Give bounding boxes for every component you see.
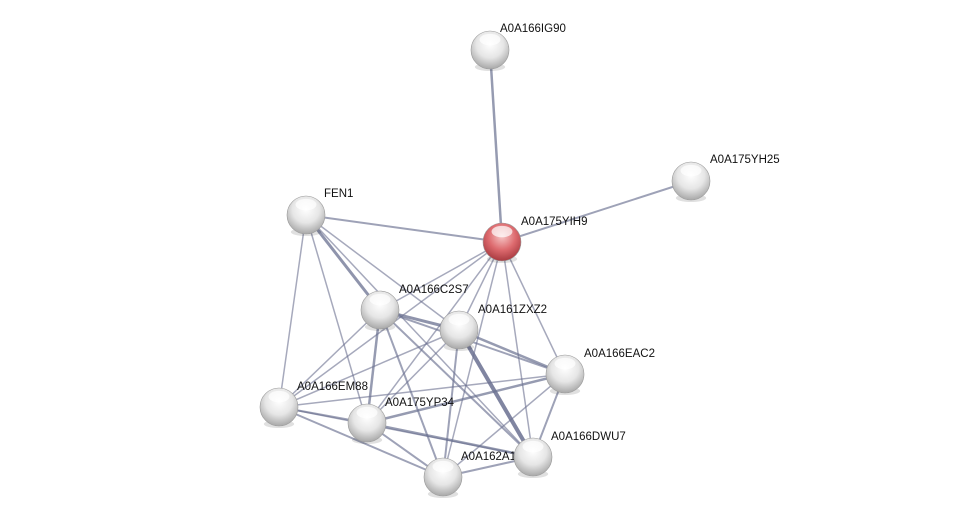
edge-A0A166IG90-A0A175YIH9[interactable] bbox=[488, 49, 504, 243]
node-label: FEN1 bbox=[324, 188, 353, 200]
edge-A0A166C2S7-A0A166EM88[interactable] bbox=[278, 309, 381, 408]
node-label: A0A166EM88 bbox=[297, 381, 368, 393]
edge-FEN1-A0A166C2S7[interactable] bbox=[304, 214, 382, 311]
edge-A0A166EAC2-A0A175YP34[interactable] bbox=[366, 372, 566, 425]
edge-FEN1-A0A175YIH9[interactable] bbox=[305, 214, 503, 243]
edge-A0A166C2S7-A0A166DWU7[interactable] bbox=[379, 309, 534, 458]
node-highlight bbox=[295, 198, 317, 211]
node-highlight bbox=[680, 164, 702, 177]
edge-A0A175YIH9-A0A166DWU7[interactable] bbox=[501, 241, 534, 458]
node-label: A0A166C2S7 bbox=[399, 284, 469, 296]
edge-A0A175YP34-A0A166DWU7[interactable] bbox=[366, 421, 534, 459]
edge-A0A166EM88-A0A162A1[interactable] bbox=[278, 406, 444, 478]
node-highlight bbox=[554, 357, 576, 370]
node-highlight bbox=[356, 406, 378, 419]
node-label: A0A161ZXZ2 bbox=[478, 304, 547, 316]
node-highlight bbox=[369, 293, 391, 306]
edge-FEN1-A0A166DWU7[interactable] bbox=[305, 214, 534, 458]
edge-A0A166C2S7-A0A162A1[interactable] bbox=[379, 309, 444, 478]
node-highlight bbox=[479, 33, 501, 46]
node-highlight bbox=[522, 440, 544, 453]
edge-FEN1-A0A161ZXZ2[interactable] bbox=[305, 214, 460, 331]
edge-A0A161ZXZ2-A0A166DWU7[interactable] bbox=[457, 328, 535, 459]
node-label: A0A175YP34 bbox=[385, 397, 455, 409]
node-A0A166DWU7[interactable]: A0A166DWU7 bbox=[513, 431, 626, 478]
edge-FEN1-A0A166EM88[interactable] bbox=[278, 214, 307, 408]
node-A0A175YP34[interactable]: A0A175YP34 bbox=[347, 397, 455, 444]
edge-A0A166EAC2-A0A162A1[interactable] bbox=[442, 373, 566, 478]
node-label: A0A166IG90 bbox=[500, 23, 566, 35]
edge-A0A161ZXZ2-A0A175YP34[interactable] bbox=[366, 329, 460, 424]
node-A0A166IG90[interactable]: A0A166IG90 bbox=[470, 23, 566, 71]
edge-A0A161ZXZ2-A0A162A1[interactable] bbox=[442, 329, 460, 478]
node-A0A166EM88[interactable]: A0A166EM88 bbox=[259, 381, 368, 428]
node-A0A162A1[interactable]: A0A162A1 bbox=[423, 451, 516, 498]
edge-A0A166EAC2-A0A166EM88[interactable] bbox=[278, 373, 566, 408]
node-label: A0A162A1 bbox=[461, 451, 516, 463]
node-FEN1[interactable]: FEN1 bbox=[286, 188, 353, 236]
node-label: A0A166EAC2 bbox=[584, 348, 655, 360]
edge-A0A175YIH9-A0A166EAC2[interactable] bbox=[501, 241, 566, 375]
node-A0A166EAC2[interactable]: A0A166EAC2 bbox=[545, 348, 655, 395]
edge-A0A161ZXZ2-A0A166EM88[interactable] bbox=[278, 329, 460, 408]
edge-A0A175YH25-A0A175YIH9[interactable] bbox=[501, 180, 692, 243]
node-highlight bbox=[448, 313, 470, 326]
node-A0A166C2S7[interactable]: A0A166C2S7 bbox=[360, 284, 469, 331]
node-label: A0A175YH25 bbox=[710, 154, 780, 166]
edge-FEN1-A0A175YP34[interactable] bbox=[305, 214, 368, 424]
edge-A0A175YIH9-A0A162A1[interactable] bbox=[442, 241, 503, 478]
node-label: A0A175YIH9 bbox=[521, 216, 588, 228]
node-A0A161ZXZ2[interactable]: A0A161ZXZ2 bbox=[439, 304, 547, 351]
node-highlight bbox=[268, 390, 290, 403]
node-label: A0A166DWU7 bbox=[551, 431, 626, 443]
node-highlight bbox=[432, 460, 454, 473]
node-highlight bbox=[491, 225, 513, 238]
edge-A0A175YIH9-A0A166C2S7[interactable] bbox=[379, 241, 503, 311]
node-A0A175YIH9[interactable]: A0A175YIH9 bbox=[482, 216, 588, 263]
node-A0A175YH25[interactable]: A0A175YH25 bbox=[671, 154, 780, 202]
edge-A0A175YIH9-A0A175YP34[interactable] bbox=[366, 241, 503, 424]
